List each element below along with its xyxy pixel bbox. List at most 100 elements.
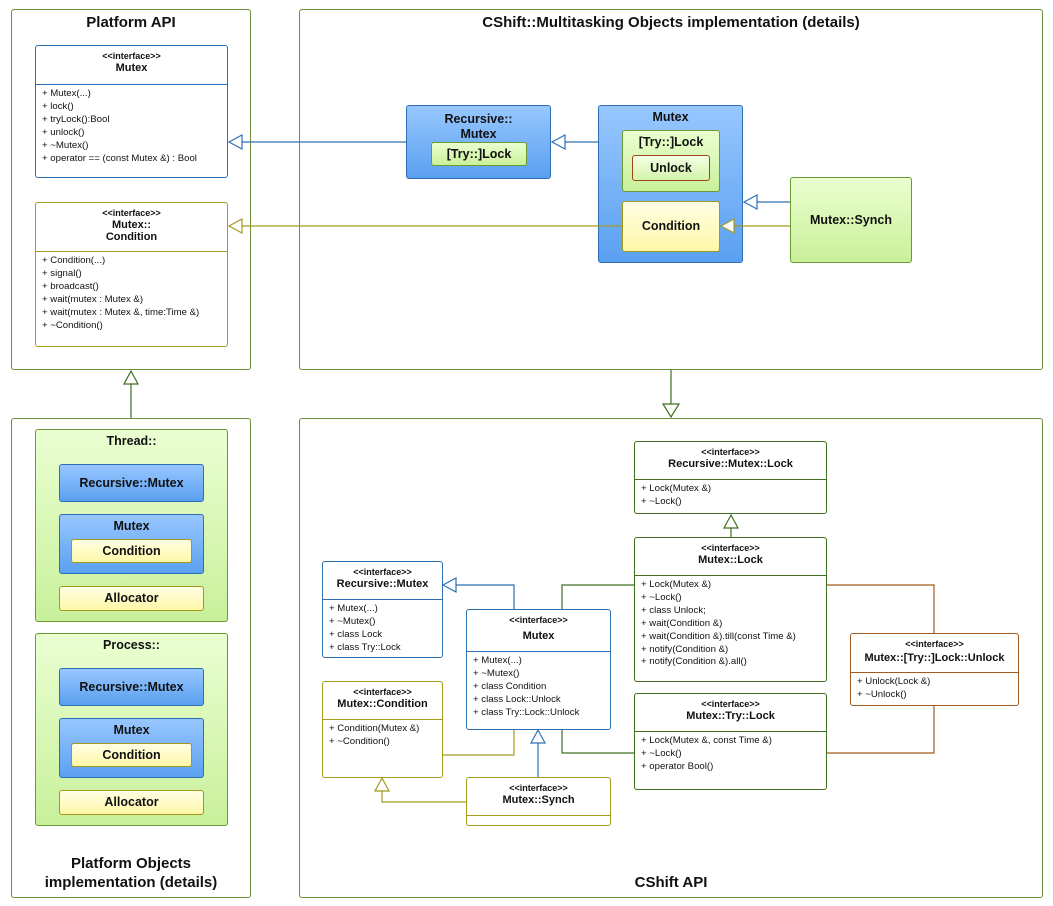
class-name-line1: Mutex::	[111, 219, 152, 231]
operation: + ~Lock()	[641, 495, 682, 507]
thread-mutex: Mutex Condition	[59, 514, 204, 574]
stereotype-label: <<interface>>	[509, 615, 568, 625]
process-title: Process::	[103, 638, 160, 652]
impl-recursive-trylock-block: [Try::]Lock	[431, 142, 527, 166]
impl-mutex-block: Mutex [Try::]Lock Unlock Condition	[598, 105, 743, 263]
operation: + Mutex(...)	[329, 603, 378, 614]
stereotype-label: <<interface>>	[509, 783, 568, 793]
operations-list: + Lock(Mutex &) + ~Lock()	[635, 480, 826, 509]
operation: + class Unlock;	[641, 604, 706, 616]
operation: + Mutex(...)	[473, 655, 522, 666]
operation: + notify(Condition &).all()	[641, 656, 747, 668]
operations-list: + Unlock(Lock &) + ~Unlock()	[851, 673, 1018, 702]
arrowhead	[742, 193, 758, 211]
operation: + wait(Condition &).till(const Time &)	[641, 630, 796, 642]
class-name: Mutex::Lock	[698, 554, 763, 566]
operations-list: + Lock(Mutex &, const Time &) + ~Lock() …	[635, 732, 826, 774]
class-name: Recursive::Mutex::Lock	[668, 458, 793, 470]
operation: + class Try::Lock	[329, 641, 401, 653]
operation: + Lock(Mutex &)	[641, 579, 712, 590]
thread-mutex-title: Mutex	[113, 519, 150, 533]
arrowhead	[122, 369, 140, 385]
cshift-api-title: CShift API	[634, 874, 708, 891]
operation: + ~Unlock()	[857, 688, 907, 700]
class-name: Recursive::Mutex	[336, 578, 429, 590]
operation: + notify(Condition &)	[641, 643, 729, 655]
arrowhead	[550, 133, 566, 151]
api-unlock: <<interface>> Mutex::[Try::]Lock::Unlock…	[850, 633, 1019, 706]
operations-list: + Mutex(...) + lock() + tryLock():Bool +…	[36, 85, 227, 165]
operation: + ~Mutex()	[42, 139, 89, 151]
stereotype-label: <<interface>>	[102, 51, 161, 61]
class-name: Mutex::Synch	[502, 794, 575, 806]
operation: + class Try::Lock::Unlock	[473, 706, 580, 718]
arrowhead	[719, 217, 735, 235]
operation: + class Condition	[473, 680, 547, 692]
thread-panel: Thread:: Recursive::Mutex Mutex Conditio…	[35, 429, 228, 622]
api-mutex: <<interface>> Mutex + Mutex(...) + ~Mute…	[466, 609, 611, 730]
operation: + broadcast()	[42, 280, 99, 292]
operation: + class Lock::Unlock	[473, 693, 561, 705]
class-name: Mutex::Condition	[337, 698, 428, 710]
connector-api-mutex-to-recursive	[456, 584, 515, 609]
class-name-line2: Condition	[105, 231, 158, 243]
stereotype-label: <<interface>>	[102, 208, 161, 218]
thread-condition: Condition	[71, 539, 192, 563]
operation: + wait(mutex : Mutex &)	[42, 293, 144, 305]
thread-allocator: Allocator	[59, 586, 204, 611]
operation: + Mutex(...)	[42, 88, 91, 99]
process-mutex: Mutex Condition	[59, 718, 204, 778]
impl-recursive-mutex-block: Recursive:: Mutex [Try::]Lock	[406, 105, 551, 179]
class-name: Mutex::[Try::]Lock::Unlock	[864, 652, 1005, 664]
connector-synch-to-api-condition	[381, 791, 466, 803]
impl-trylock-title: [Try::]Lock	[638, 135, 704, 149]
stereotype-label: <<interface>>	[701, 543, 760, 553]
stereotype-label: <<interface>>	[701, 447, 760, 457]
impl-trylock-block: [Try::]Lock Unlock	[622, 130, 720, 192]
process-condition: Condition	[71, 743, 192, 767]
operations-list: + Mutex(...) + ~Mutex() + class Lock + c…	[323, 600, 442, 655]
thread-title: Thread::	[106, 434, 157, 448]
platform-impl-title: Platform Objects implementation (details…	[12, 854, 250, 892]
platform-api-title: Platform API	[86, 14, 176, 31]
arrowhead	[373, 776, 391, 792]
operations-list: + Condition(...) + signal() + broadcast(…	[36, 252, 227, 332]
operation: + signal()	[42, 267, 82, 279]
operation: + operator Bool()	[641, 760, 714, 772]
arrowhead	[441, 576, 457, 594]
operation: + ~Condition()	[42, 319, 103, 331]
operation: + lock()	[42, 100, 74, 112]
operation: + Lock(Mutex &, const Time &)	[641, 735, 772, 746]
platform-impl-title-text: Platform Objects implementation (details…	[44, 855, 218, 891]
operation: + ~Condition()	[329, 735, 390, 747]
impl-condition-block: Condition	[622, 201, 720, 252]
arrowhead	[722, 513, 740, 529]
api-try-lock: <<interface>> Mutex::Try::Lock + Lock(Mu…	[634, 693, 827, 790]
api-mutex-lock: <<interface>> Mutex::Lock + Lock(Mutex &…	[634, 537, 827, 682]
class-name: Mutex	[115, 62, 148, 74]
operation: + wait(Condition &)	[641, 617, 723, 629]
impl-mutex-title: Mutex	[652, 110, 689, 124]
operation: + Condition(Mutex &)	[329, 723, 420, 734]
operations-list: + Lock(Mutex &) + ~Lock() + class Unlock…	[635, 576, 826, 669]
api-recursive-mutex: <<interface>> Recursive::Mutex + Mutex(.…	[322, 561, 443, 658]
operation: + tryLock():Bool	[42, 113, 110, 125]
platform-mutex-interface: <<interface>> Mutex + Mutex(...) + lock(…	[35, 45, 228, 178]
impl-recursive-title-1: Recursive::	[444, 112, 513, 126]
operation: + ~Lock()	[641, 591, 682, 603]
operation: + ~Lock()	[641, 747, 682, 759]
platform-condition-interface: <<interface>> Mutex:: Condition + Condit…	[35, 202, 228, 347]
arrowhead	[661, 403, 681, 419]
operations-list: + Mutex(...) + ~Mutex() + class Conditio…	[467, 652, 610, 720]
process-mutex-title: Mutex	[113, 723, 150, 737]
impl-recursive-title-2: Mutex	[460, 127, 497, 141]
process-allocator: Allocator	[59, 790, 204, 815]
api-recursive-mutex-lock: <<interface>> Recursive::Mutex::Lock + L…	[634, 441, 827, 514]
connector-api-mutex-condition	[443, 730, 515, 756]
cshift-impl-title: CShift::Multitasking Objects implementat…	[482, 14, 860, 31]
operations-list: + Condition(Mutex &) + ~Condition()	[323, 720, 442, 749]
impl-unlock-block: Unlock	[632, 155, 710, 181]
operation: + ~Mutex()	[329, 615, 376, 627]
cshift-impl-frame: CShift::Multitasking Objects implementat…	[299, 9, 1043, 370]
